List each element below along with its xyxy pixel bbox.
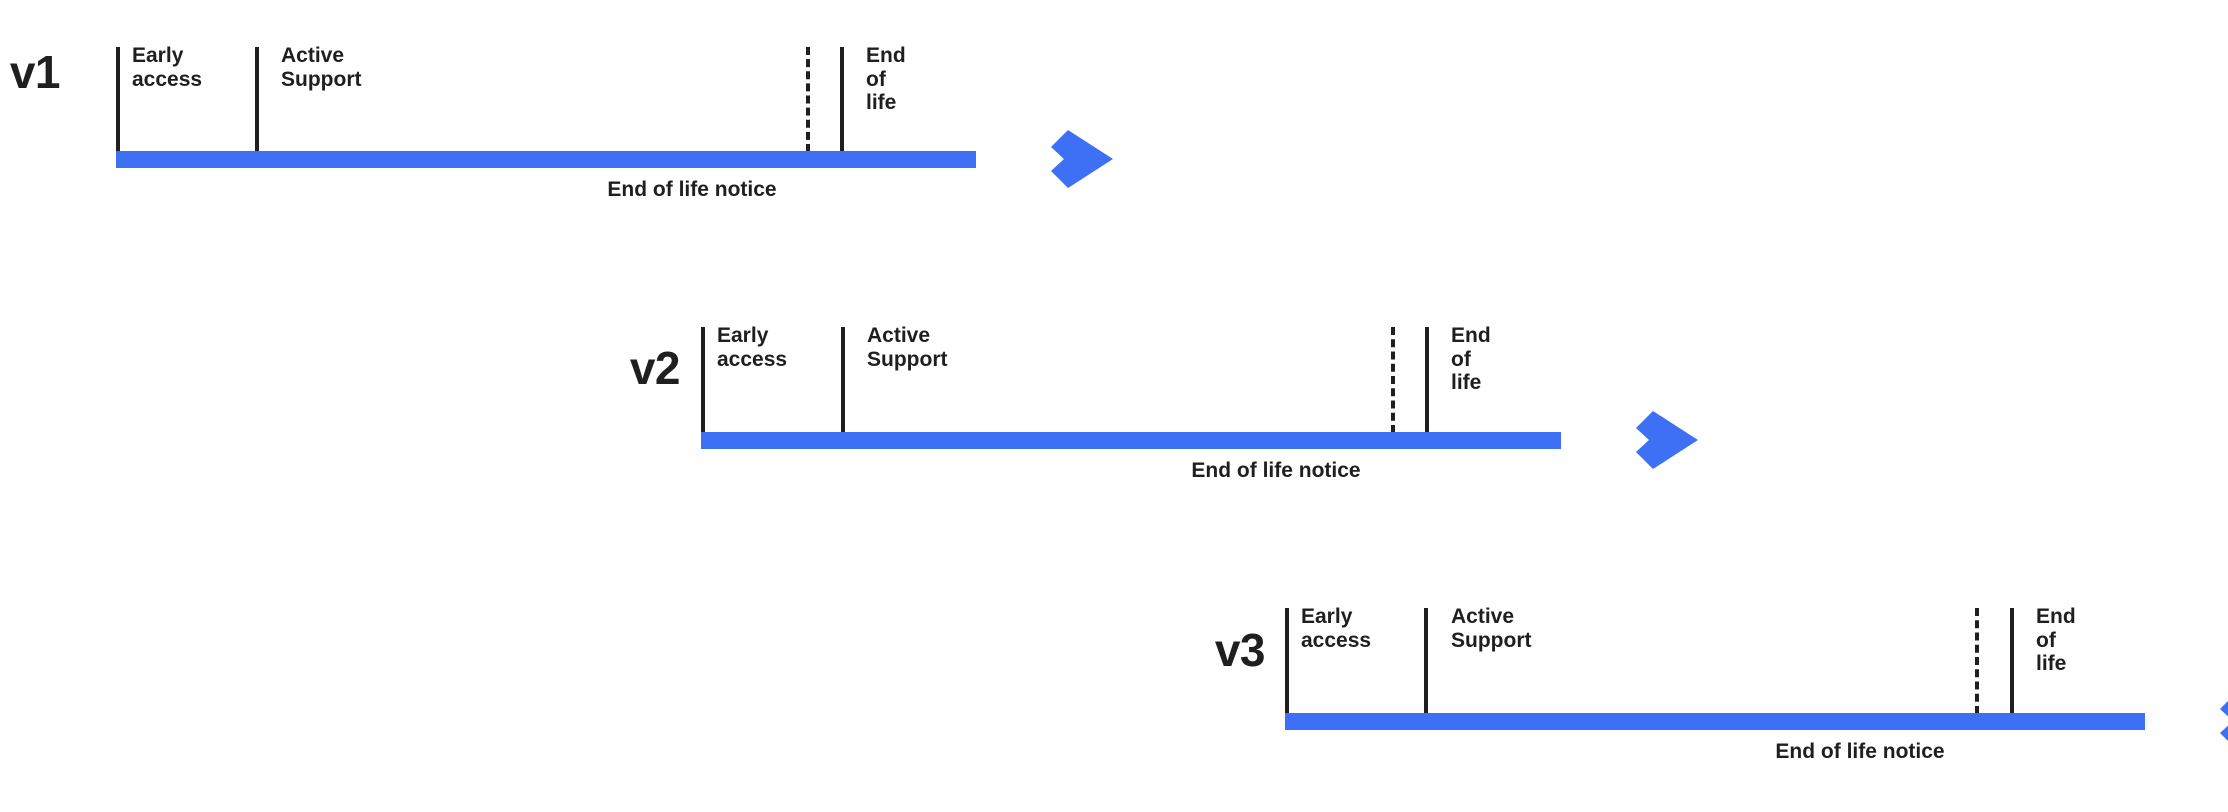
v2-bar-caption: End of life notice [1191,459,1361,482]
v2-start-divider [701,327,705,433]
v1-phase-label-end-of-life: End of life [866,44,906,115]
v3-eol-notice-divider [1975,608,1979,714]
v3-phase-label-early-access: Early access [1301,605,1372,652]
v3-bar-shaft [1285,713,2145,730]
v3-phase-label-active-support: Active Support [1451,605,1532,652]
v1-bar-caption: End of life notice [607,178,777,201]
v3-start-divider [1285,608,1289,714]
version-label-v1: v1 [9,46,61,98]
v1-bar-shaft [116,151,976,168]
v3-phase-label-end-of-life: End of life [2036,605,2076,676]
v3-bar-arrowhead [2137,692,2228,752]
v2-bar-shaft [701,432,1561,449]
version-label-v3: v3 [1214,624,1266,676]
v2-phase-label-early-access: Early access [717,324,788,371]
v2-bar-arrowhead [1553,411,1723,471]
v1-bar-arrowhead [968,130,1138,190]
v3-active-support-divider [1424,608,1428,714]
v1-eol-notice-divider [806,47,810,152]
v2-eol-notice-divider [1391,327,1395,433]
v1-phase-label-early-access: Early access [132,44,203,91]
v3-end-of-life-divider [2010,608,2014,714]
v2-phase-label-active-support: Active Support [867,324,948,371]
v1-phase-label-active-support: Active Support [281,44,362,91]
v1-end-of-life-divider [840,47,844,152]
v1-active-support-divider [255,47,259,152]
version-label-v2: v2 [629,342,681,394]
v2-end-of-life-divider [1425,327,1429,433]
v3-bar-caption: End of life notice [1775,740,1945,763]
v2-active-support-divider [841,327,845,433]
v1-start-divider [116,47,120,152]
v2-phase-label-end-of-life: End of life [1451,324,1491,395]
